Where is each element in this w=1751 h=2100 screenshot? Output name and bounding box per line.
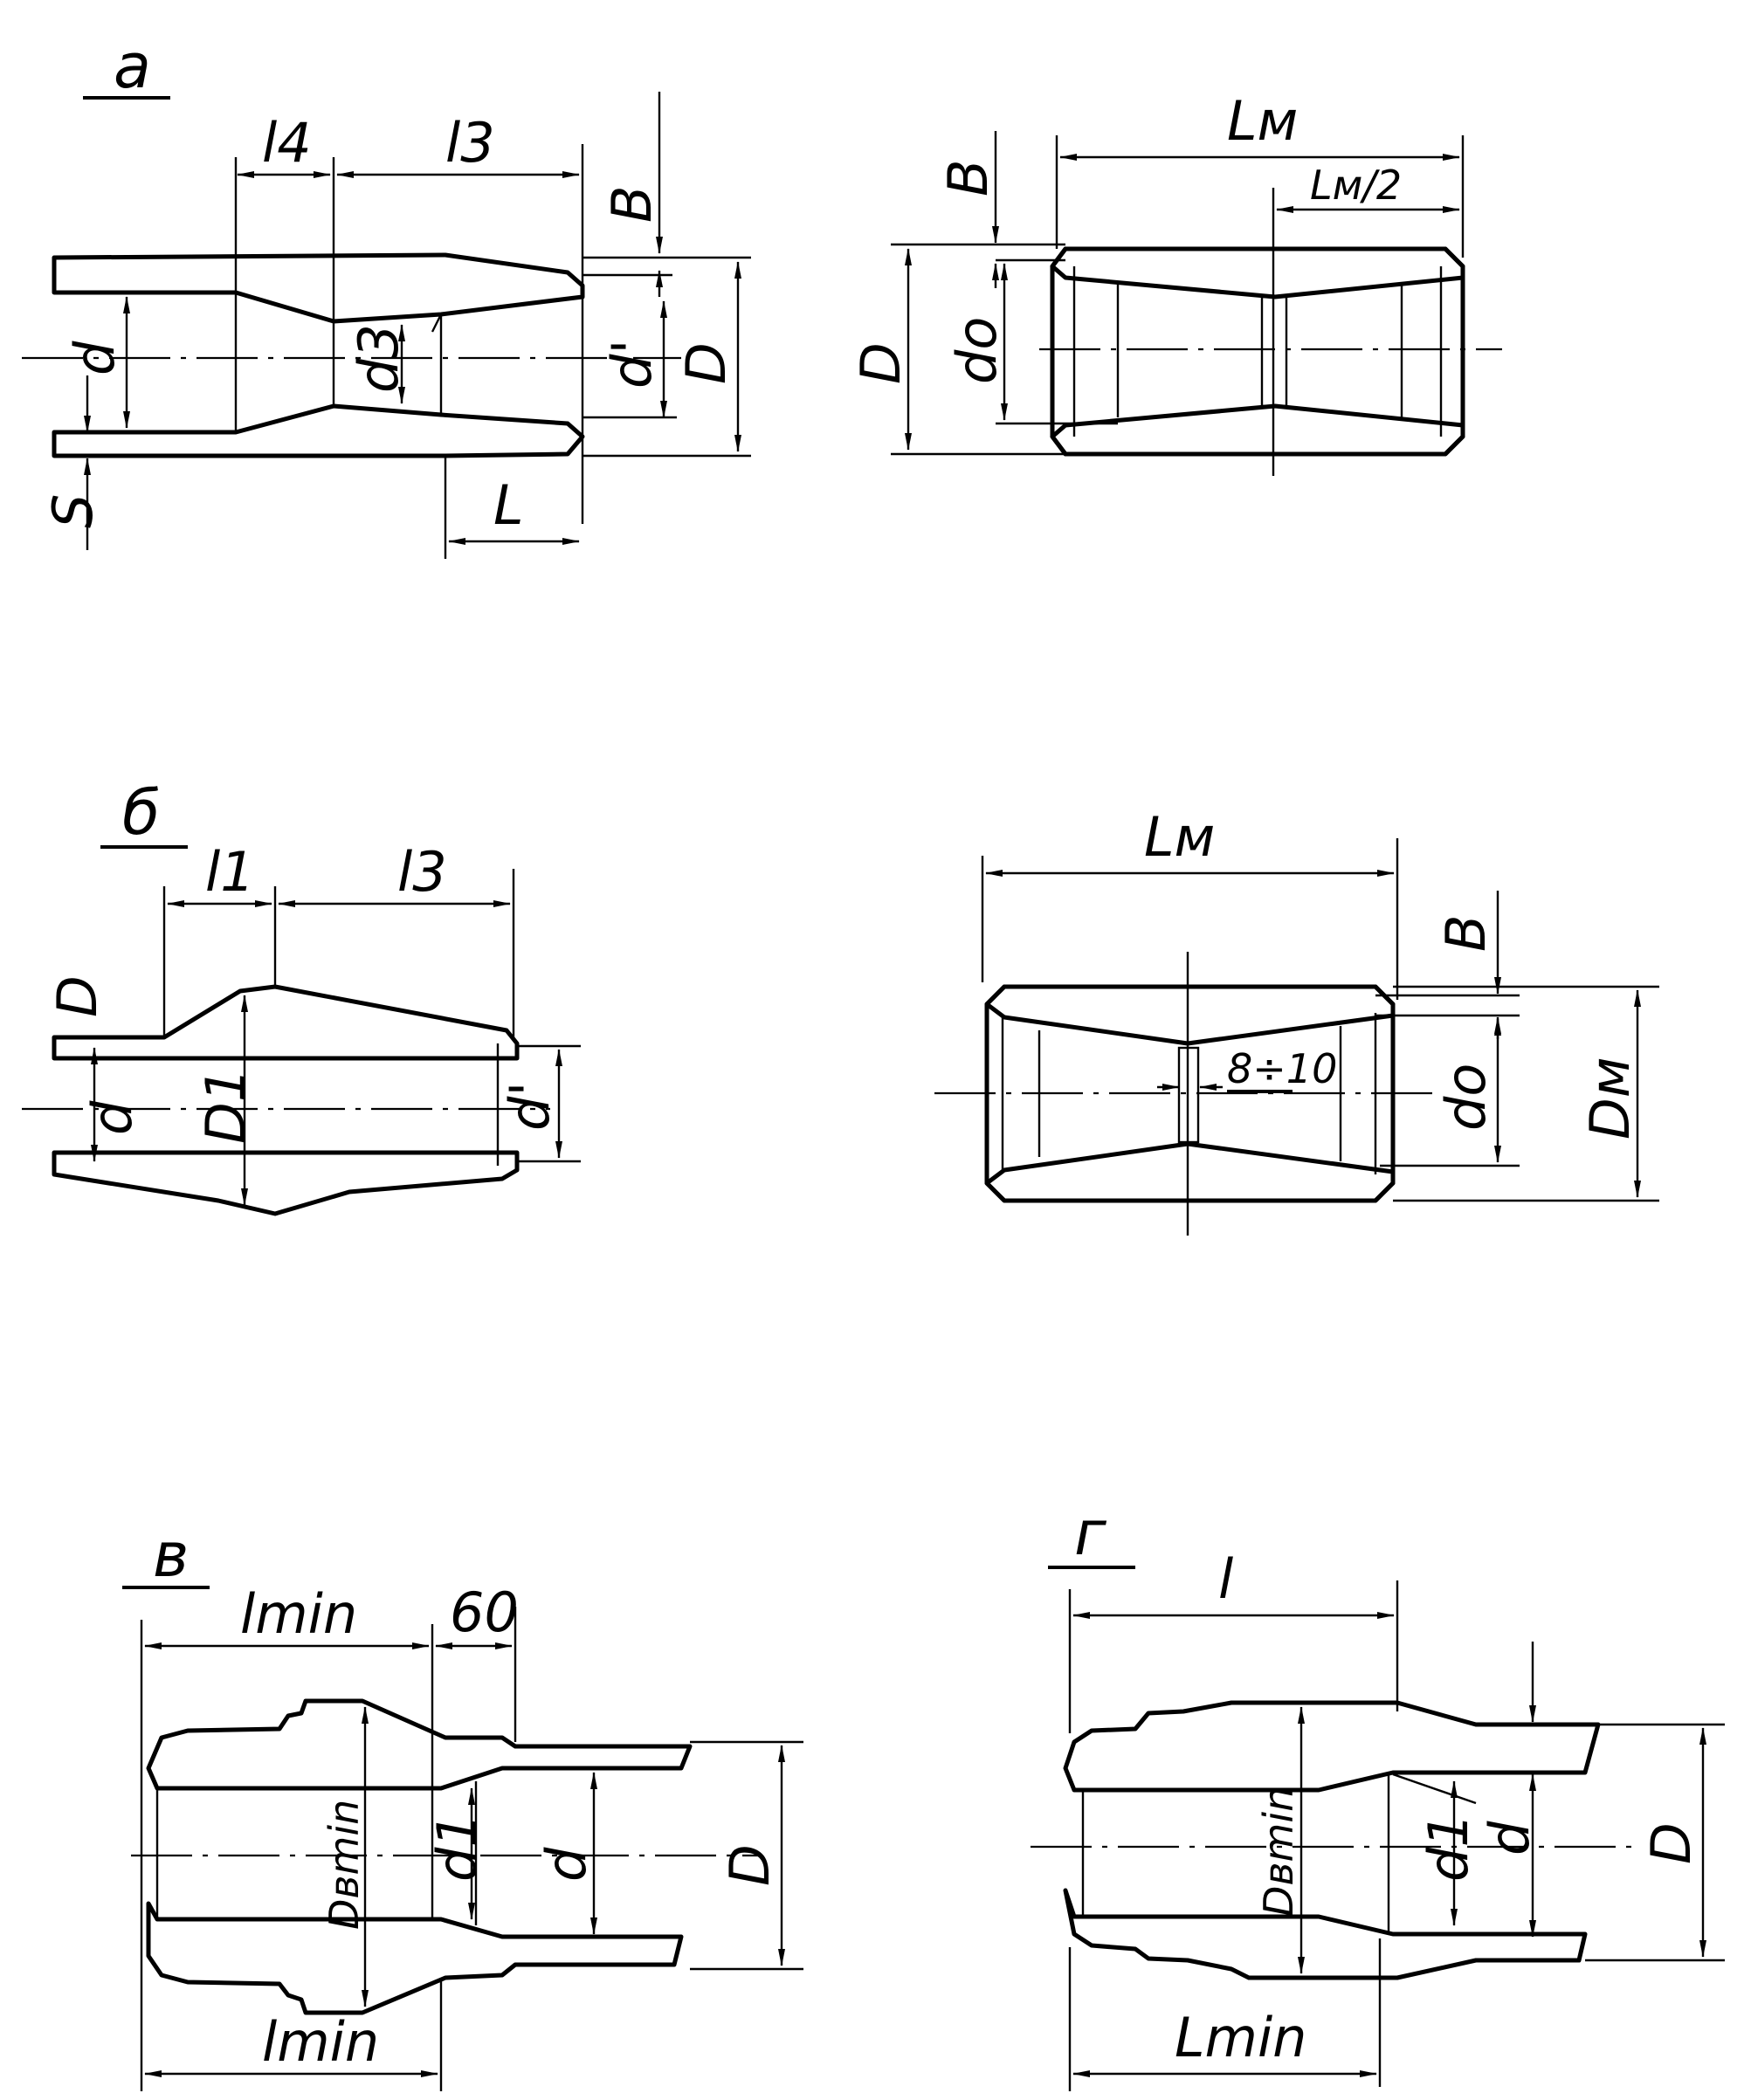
- figure-a-label-B: B: [600, 185, 664, 223]
- figure-b-label-D: D: [45, 975, 109, 1017]
- figure-b-label-d: d: [80, 1100, 144, 1135]
- figure-a-label-d3: d3: [347, 324, 410, 393]
- figure-v-label-lmin-bottom: lmin: [262, 2010, 379, 2074]
- figure-b-label-d1: d': [498, 1082, 562, 1131]
- figure-a-coupling-label-Lm2: Lм/2: [1310, 162, 1402, 209]
- figure-a-bore-lines: [234, 293, 443, 432]
- figure-b-tag: б: [122, 777, 160, 849]
- figure-a-coupling-label-Lm: Lм: [1227, 89, 1298, 153]
- figure-v-lower-wall: [146, 1901, 684, 2015]
- figure-a-coupling: Lм Lм/2 D do B: [849, 89, 1502, 476]
- figure-v-upper-wall: [146, 1698, 693, 1791]
- figure-a-tag: а: [114, 31, 151, 102]
- figure-b-coupling-label-do: do: [1434, 1064, 1498, 1131]
- figure-a-label-l4: l4: [262, 111, 312, 175]
- figure-a-label-l3: l3: [445, 111, 495, 175]
- figure-b-coupling-label-Lm: Lм: [1144, 805, 1215, 869]
- figure-v-label-d1: d1: [425, 1813, 489, 1882]
- figure-v-tag: в: [153, 1519, 189, 1591]
- figure-a-coupling-label-B: B: [936, 159, 1000, 196]
- figure-v-label-D: D: [718, 1844, 782, 1886]
- figure-b-coupling-label-Dm: Dм: [1578, 1057, 1642, 1140]
- figure-b-coupling-label-gap: 8÷10: [1227, 1045, 1337, 1092]
- figure-v-label-60: 60: [450, 1580, 519, 1644]
- figure-b-upper-wall: [52, 984, 520, 1061]
- figure-v-pipe-end: в lmin 60 Dвmin d1 d D lmin: [122, 1519, 803, 2091]
- figure-b-nipple: б l1 l3 D d D1 d': [22, 777, 581, 1216]
- figure-g-upper-wall: [1063, 1700, 1601, 1793]
- figure-a-label-S: S: [41, 494, 105, 528]
- figure-g-tag: г: [1074, 1498, 1107, 1569]
- figure-a-upper-wall: [52, 252, 585, 324]
- figure-a-label-d1: d': [600, 340, 664, 389]
- figure-a-coupling-label-do: do: [945, 317, 1009, 384]
- figure-a-label-D: D: [674, 342, 738, 384]
- figure-a-nipple: а l4 l3 B d d3 d' D S: [22, 31, 751, 559]
- figure-g-label-d1: d1: [1417, 1813, 1480, 1882]
- figure-a-label-d: d: [63, 341, 127, 375]
- figure-g-label-Lmin: Lmin: [1175, 2006, 1306, 2069]
- figure-a-label-L: L: [493, 473, 524, 537]
- figure-b-coupling-lower: [984, 1141, 1396, 1203]
- figure-b-lower-wall: [52, 1150, 520, 1216]
- figure-g-lower-wall: [1063, 1888, 1588, 1980]
- figure-a-cone-mark: [431, 313, 443, 333]
- figure-g-label-l: l: [1218, 1547, 1233, 1611]
- figure-a-coupling-label-D: D: [849, 342, 913, 384]
- figure-g-pipe-end: г l Dвmin d1 d D Lmin: [1031, 1498, 1725, 2091]
- figure-g-label-Dvmin: Dвmin: [1255, 1787, 1302, 1917]
- figure-a-lower-wall: [52, 403, 585, 458]
- figure-b-label-l1: l1: [205, 840, 255, 904]
- figure-b-label-D1: D1: [194, 1068, 258, 1144]
- figure-b-label-l3: l3: [397, 840, 447, 904]
- figure-v-label-lmin-top: lmin: [240, 1582, 357, 1646]
- figure-b-coupling-label-B: B: [1434, 914, 1498, 952]
- figure-g-label-D: D: [1639, 1822, 1703, 1864]
- figure-b-coupling-upper: [984, 984, 1396, 1046]
- figure-b-coupling: Lм 8÷10 B do Dм: [934, 805, 1659, 1236]
- figure-g-label-d: d: [1478, 1821, 1541, 1856]
- figure-v-label-d: d: [534, 1847, 598, 1882]
- figure-v-label-Dvmin: Dвmin: [321, 1800, 368, 1930]
